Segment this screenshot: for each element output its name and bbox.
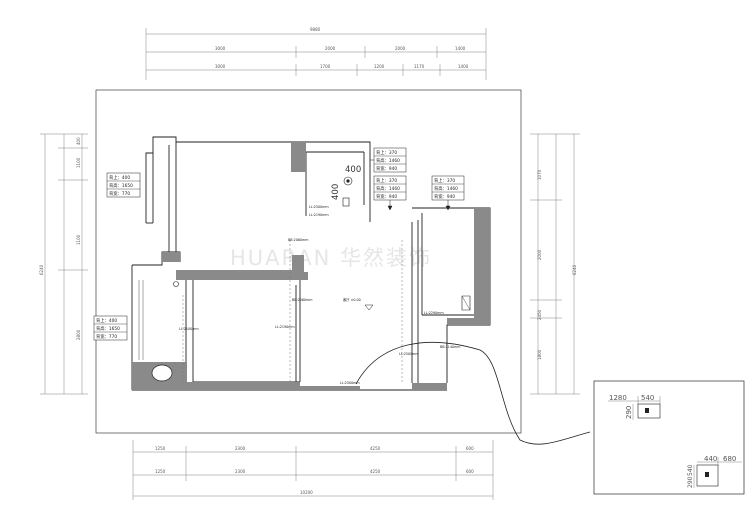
top-dimensions	[145, 28, 487, 80]
outlet-b-line-1: 背高：1460	[376, 157, 400, 164]
outlet-c-line-2: 背宽：940	[376, 193, 397, 200]
note-beam-3: BB:2140mm	[440, 345, 460, 349]
detail-top-w: 1280	[609, 394, 627, 402]
dim-top-r2-4: 1400	[458, 64, 469, 69]
outlet-c-line-0: 背上：370	[376, 177, 397, 184]
dim-top-overall: 9880	[310, 27, 321, 32]
dim-right-overall: 6240	[572, 264, 577, 275]
dim-left-3: 2800	[76, 329, 81, 340]
detail-box-top-mark	[645, 408, 649, 413]
outlet-b-line-0: 背上：370	[376, 149, 397, 156]
note-ceiling-2: LL:2190mm	[309, 213, 329, 217]
detail-bot-h: 290	[687, 476, 694, 488]
detail-top-w2: 540	[641, 394, 654, 402]
dashed-lines	[182, 240, 403, 382]
note-bed: LL:2290mm	[424, 311, 444, 315]
dim-bot-r1-3: 600	[466, 446, 474, 451]
dim-bot-overall: 10200	[300, 490, 313, 495]
note-living: LL:2100mm	[179, 327, 199, 331]
outlet-d-line-1: 背高：1460	[434, 185, 458, 192]
outlet-a-line-1: 背高：1650	[109, 182, 133, 189]
dim-left-0: 400	[76, 137, 81, 145]
dim-top-r2-0: 3000	[215, 64, 226, 69]
dim-left-2: 1100	[76, 234, 81, 245]
outlet-box-e: 背上：400 背高：1650 背宽：770	[93, 315, 128, 341]
outlet-e-line-1: 背高：1650	[96, 325, 120, 332]
dim-top-r1-0: 3000	[215, 46, 226, 51]
outlet-box-b: 背上：370 背高：1460 背宽：940	[373, 147, 407, 173]
right-dimensions	[530, 133, 580, 395]
outlet-e-line-2: 背宽：770	[96, 333, 117, 340]
dim-bot-r2-3: 600	[466, 469, 474, 474]
dim-top-r1-3: 1400	[455, 46, 466, 51]
detail-bot-h2: 540	[687, 464, 694, 476]
kitchen-height-label: 400	[331, 184, 341, 200]
toilet-icon	[151, 364, 173, 382]
note-entrance: LL:2500mm	[340, 381, 360, 385]
outlet-a-line-0: 背上：400	[109, 174, 130, 181]
detail-bot-w2: 680	[723, 455, 736, 463]
dim-top-r2-1: 1700	[320, 64, 331, 69]
leader-lines	[370, 159, 451, 211]
outlet-box-a: 背上：400 背高：1650 背宽：770	[106, 172, 141, 198]
stove-burner-icon	[346, 179, 350, 183]
stove-icon	[343, 176, 353, 186]
outlet-d-line-2: 背宽：940	[434, 193, 455, 200]
dim-right-2: 2450	[537, 309, 542, 320]
detail-bot-w: 440	[704, 455, 717, 463]
outlet-a-line-2: 背宽：770	[109, 190, 130, 197]
dim-right-0: 1070	[537, 169, 542, 180]
dim-bot-r1-2: 4250	[370, 446, 381, 451]
dim-top-r2-2: 1200	[374, 64, 385, 69]
level-marker-icon	[364, 304, 374, 311]
outlet-b-line-2: 背宽：940	[376, 165, 397, 172]
outlet-e-line-0: 背上：400	[96, 317, 117, 324]
detail-top-h: 290	[625, 406, 633, 419]
kitchen-width-label: 400	[345, 165, 361, 175]
dim-bot-r1-1: 2300	[235, 446, 246, 451]
outlet-box-d: 背上：370 背高：1460 背宽：940	[431, 175, 465, 201]
dim-bot-r2-2: 4250	[370, 469, 381, 474]
note-living-2: LL:2190mm	[275, 325, 295, 329]
outlet-c-line-1: 背高：1460	[376, 185, 400, 192]
detail-panel	[593, 380, 745, 495]
dim-bot-r2-0: 1250	[155, 469, 166, 474]
dim-left-1: 1100	[76, 157, 81, 168]
dim-right-3: 1800	[537, 349, 542, 360]
note-lower: LL:2500mm	[399, 352, 419, 356]
left-dimensions	[40, 133, 88, 395]
bottom-dimensions	[132, 440, 494, 500]
note-beam-2: BB:2060mm	[292, 298, 312, 302]
cable-route	[355, 341, 591, 445]
note-ceiling-1: LL:2500mm	[309, 205, 329, 209]
outlet-box-c: 背上：370 背高：1460 背宽：940	[373, 175, 407, 201]
drawing-frame	[95, 89, 522, 434]
sink-icon	[342, 197, 350, 207]
floor-marker: 客厅 ±0.00	[343, 297, 361, 302]
dim-top-r2-3: 1170	[414, 64, 425, 69]
outlet-d-line-0: 背上：370	[434, 177, 455, 184]
drain-icon	[173, 281, 179, 287]
dim-top-r1-2: 2000	[395, 46, 406, 51]
detail-dimensions	[608, 396, 742, 488]
dim-left-overall: 6240	[39, 264, 44, 275]
watermark: HUARAN 华然装饰	[230, 246, 432, 270]
detail-box-bottom-mark	[705, 472, 709, 477]
dim-bot-r2-1: 2300	[235, 469, 246, 474]
dim-right-1: 2000	[537, 249, 542, 260]
dim-top-r1-1: 2000	[325, 46, 336, 51]
dim-bot-r1-0: 1250	[155, 446, 166, 451]
note-beam-1: BB:2060mm	[288, 238, 308, 242]
